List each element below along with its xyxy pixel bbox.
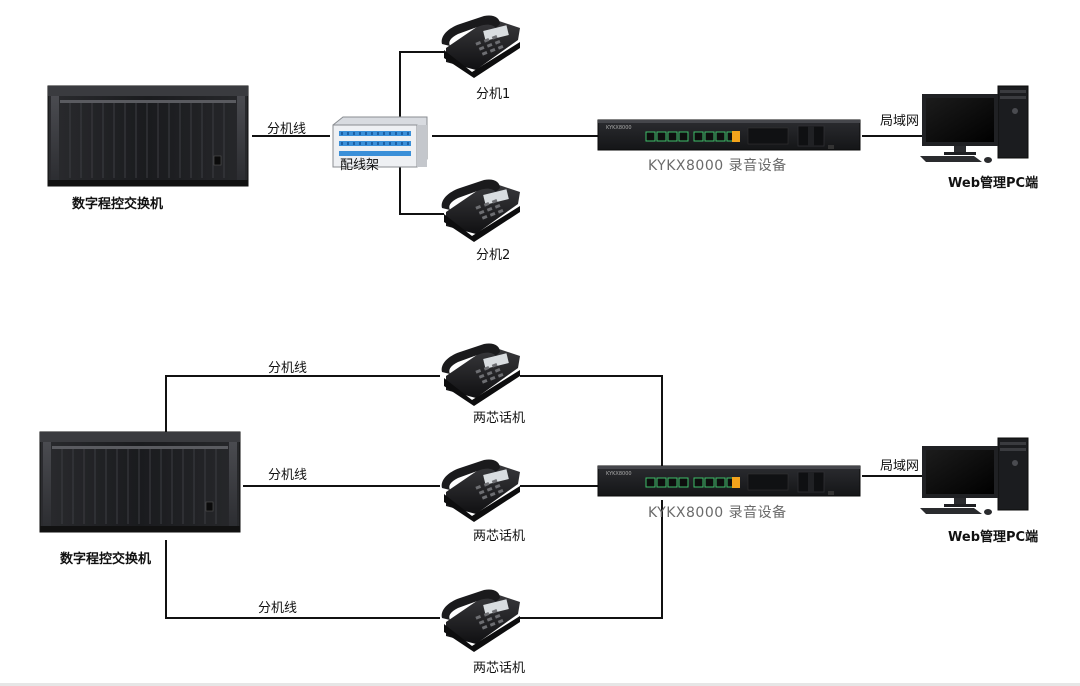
bottom-ext-line-label-bottom: 分机线: [258, 601, 298, 616]
bottom-ext-line-label-mid: 分机线: [268, 468, 308, 483]
bottom-phone-bottom-label: 两芯话机: [473, 661, 526, 676]
bottom-line-phone-top-to-recorder: [520, 375, 663, 466]
top-recorder-device-icon: [597, 119, 861, 151]
bottom-line-pbx-to-phone-top: [165, 375, 440, 436]
bottom-diagram: [39, 343, 1029, 652]
bottom-line-phone-bottom-to-recorder: [520, 500, 663, 619]
bottom-divider: [0, 683, 1080, 686]
top-recorder-label: KYKX8000 录音设备: [648, 158, 787, 174]
bottom-connection-lines: [165, 375, 928, 619]
top-pc-label: Web管理PC端: [948, 176, 1039, 191]
bottom-phone-bottom-icon: [441, 589, 520, 652]
top-lan-label: 局域网: [880, 114, 920, 129]
bottom-pbx-label: 数字程控交换机: [60, 552, 152, 567]
top-connection-lines: [252, 51, 928, 215]
top-diagram: [47, 15, 1029, 242]
top-line-mdf-to-phone1: [399, 51, 444, 120]
bottom-pc-label: Web管理PC端: [948, 530, 1039, 545]
bottom-line-pbx-to-phone-bottom: [165, 540, 440, 619]
bottom-phone-top-label: 两芯话机: [473, 411, 526, 426]
top-phone2-icon: [441, 179, 520, 242]
top-pbx-label: 数字程控交换机: [72, 197, 164, 212]
top-desktop-pc-icon: [919, 85, 1029, 164]
bottom-lan-label: 局域网: [880, 459, 920, 474]
top-mdf-label: 配线架: [340, 158, 380, 173]
bottom-desktop-pc-icon: [919, 437, 1029, 516]
top-ext-line-label: 分机线: [267, 122, 307, 137]
bottom-ext-line-label-top: 分机线: [268, 361, 308, 376]
top-phone2-label: 分机2: [476, 248, 511, 263]
bottom-phone-mid-label: 两芯话机: [473, 529, 526, 544]
bottom-phone-top-icon: [441, 343, 520, 406]
bottom-recorder-device-icon: [597, 465, 861, 497]
top-phone1-icon: [441, 15, 520, 79]
bottom-recorder-label: KYKX8000 录音设备: [648, 505, 787, 521]
bottom-pbx-chassis-icon: [39, 431, 241, 533]
top-pbx-chassis-icon: [47, 85, 249, 187]
bottom-phone-mid-icon: [441, 459, 520, 522]
top-line-mdf-to-phone2: [399, 154, 444, 215]
top-phone1-label: 分机1: [476, 87, 511, 102]
